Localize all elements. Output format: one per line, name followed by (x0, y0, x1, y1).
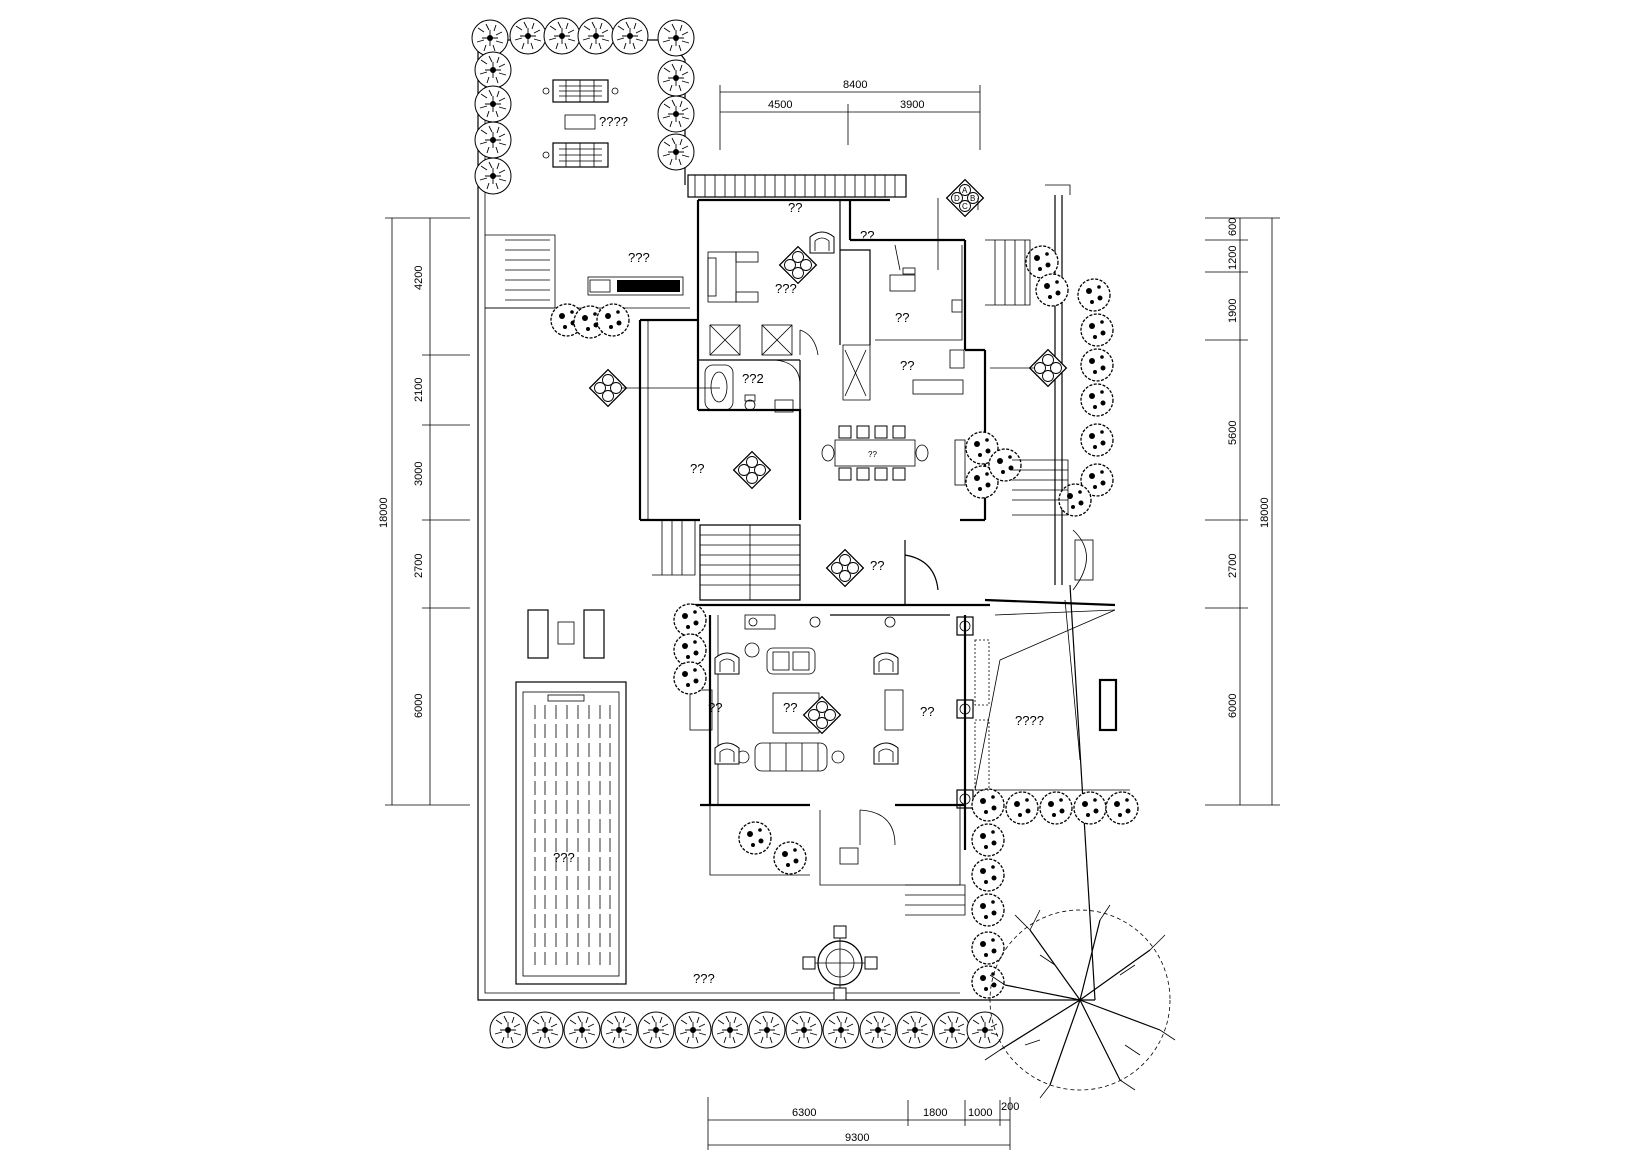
marker-letter-d: D (954, 194, 960, 203)
dim-left-3: 3000 (413, 462, 425, 486)
dim-top-right: 3900 (900, 99, 924, 111)
room-label-hall: ?? (870, 558, 884, 573)
dim-left-5: 6000 (413, 694, 425, 718)
dimension-top: 8400 4500 3900 (719, 79, 981, 150)
top-hedge (471, 17, 695, 195)
section-marker-3 (1028, 348, 1068, 388)
room-label-tearoom: ?? (708, 700, 722, 715)
dim-top-left: 4500 (768, 99, 792, 111)
dim-bottom-total: 9300 (845, 1132, 869, 1144)
room-label-porch-top: ?? (788, 200, 802, 215)
dim-right-5: 2700 (1227, 554, 1239, 578)
dim-right-3: 1900 (1227, 299, 1239, 323)
dim-right-6: 6000 (1227, 694, 1239, 718)
hedge-strip-right (974, 639, 990, 791)
top-garden: ???? (542, 79, 628, 168)
room-label-terrace-left: ??? (628, 250, 650, 265)
room-label-sunroom: ?? (920, 704, 934, 719)
room-label-garden-top: ???? (599, 114, 628, 129)
room-label-utility: ?? (900, 358, 914, 373)
section-marker-5 (732, 450, 772, 490)
dim-bottom-a: 6300 (792, 1107, 816, 1119)
room-label-pool: ??? (553, 850, 575, 865)
room-label-bathroom: ??2 (742, 371, 764, 386)
room-label-kitchen: ?? (895, 310, 909, 325)
dim-left-1: 4200 (413, 266, 425, 290)
section-marker-letters: A D B C (621, 186, 1035, 389)
dim-right-4: 5600 (1227, 421, 1239, 445)
room-label-study: ?? (690, 461, 704, 476)
dim-bottom-d: 200 (1001, 1101, 1019, 1113)
dim-left-4: 2700 (413, 554, 425, 578)
dim-top-total: 8400 (843, 79, 867, 91)
house: ?? ??? ??2 ?? ?? (638, 174, 1130, 886)
left-terrace: ??? (485, 234, 690, 339)
dim-right-total: 18000 (1259, 497, 1271, 528)
dim-right-1: 600 (1227, 218, 1239, 236)
room-label-bedroom: ??? (775, 281, 797, 296)
section-marker-7 (802, 695, 842, 735)
pool: ??? (515, 609, 627, 985)
room-label-living: ?? (783, 700, 797, 715)
right-stairs (652, 239, 1069, 916)
room-label-storage: ?? (860, 228, 874, 243)
room-label-courtyard-right: ???? (1015, 713, 1044, 728)
dim-bottom-c: 1000 (968, 1107, 992, 1119)
dimension-left: 4200 2100 3000 2700 6000 18000 (378, 217, 470, 806)
dimension-right: 600 1200 1900 5600 2700 6000 18000 (1205, 217, 1280, 806)
room-label-lawn: ??? (693, 971, 715, 986)
bottom-tree-row (489, 1011, 1004, 1049)
marker-letter-c: C (962, 202, 968, 211)
room-label-dining: ?? (868, 450, 877, 459)
lawn: ??? (693, 925, 878, 1001)
dim-left-2: 2100 (413, 378, 425, 402)
dim-left-total: 18000 (378, 497, 390, 528)
dimension-bottom: 6300 1800 1000 200 9300 (707, 1097, 1019, 1150)
big-tree (984, 904, 1176, 1099)
marker-letter-a: A (962, 186, 968, 195)
section-marker-4 (588, 368, 628, 408)
marker-letter-b: B (970, 194, 975, 203)
section-marker-6 (825, 548, 865, 588)
dim-bottom-b: 1800 (923, 1107, 947, 1119)
dim-right-2: 1200 (1227, 246, 1239, 270)
